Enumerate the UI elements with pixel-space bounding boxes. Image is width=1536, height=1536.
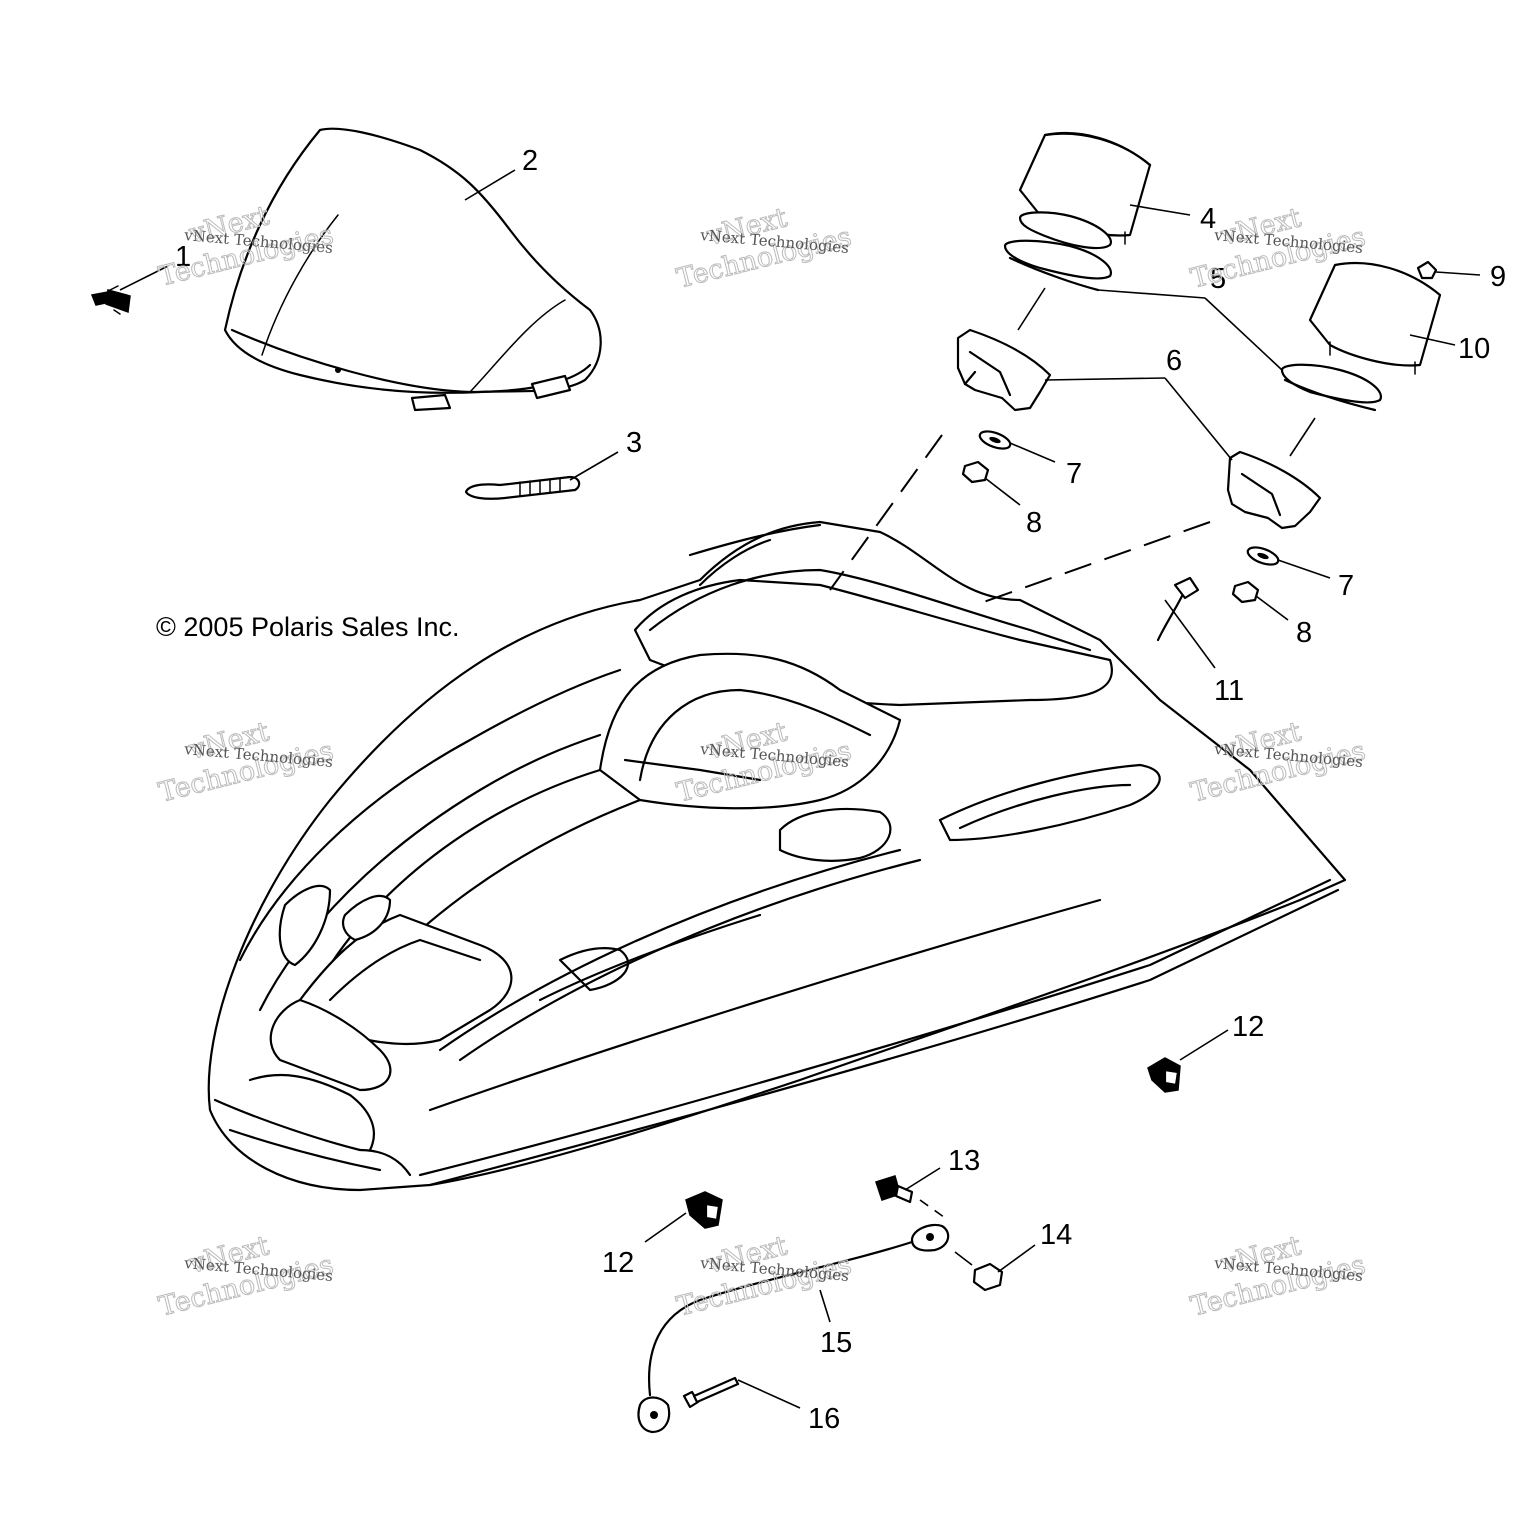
callout-10: 10 [1458, 333, 1490, 365]
callout-labels: 1 2 3 4 5 6 7 8 7 8 9 10 11 12 12 13 14 … [175, 145, 1506, 1435]
strap-part-3 [464, 475, 581, 500]
callout-8b: 8 [1296, 617, 1312, 649]
leader-lines [119, 169, 1481, 1409]
windshield-part-2 [223, 127, 602, 412]
nut-part-14 [972, 1262, 1004, 1292]
callout-13: 13 [948, 1145, 980, 1177]
callout-7b: 7 [1338, 570, 1354, 602]
callout-5: 5 [1210, 263, 1226, 295]
callout-6: 6 [1166, 345, 1182, 377]
clip-part-12a [1147, 1057, 1181, 1093]
gauge-part-4 [1003, 131, 1152, 292]
washer-part-7b [1246, 546, 1280, 566]
copyright-text: © 2005 Polaris Sales Inc. [156, 612, 460, 642]
pin-part-16 [682, 1376, 740, 1409]
hood-part [207, 520, 1347, 1192]
callout-16: 16 [808, 1403, 840, 1435]
gauge-part-10 [1280, 261, 1442, 412]
nut-part-8b [1231, 580, 1260, 604]
callout-1: 1 [175, 241, 191, 273]
callout-4: 4 [1200, 203, 1216, 235]
cable-part-11 [1156, 576, 1200, 642]
mount-part-6b [1226, 450, 1322, 530]
callout-12a: 12 [1232, 1011, 1264, 1043]
nut-part-9 [1416, 260, 1438, 280]
tether-part-15 [637, 1223, 950, 1434]
clip-part-12b [685, 1191, 723, 1229]
callout-9: 9 [1490, 261, 1506, 293]
callout-12b: 12 [602, 1247, 634, 1279]
callout-14: 14 [1040, 1219, 1072, 1251]
screw-part-1 [90, 285, 131, 315]
callout-8a: 8 [1026, 507, 1042, 539]
bolt-part-13 [875, 1175, 914, 1204]
washer-part-7a [978, 430, 1012, 450]
callout-15: 15 [820, 1327, 852, 1359]
callout-3: 3 [626, 427, 642, 459]
callout-7a: 7 [1066, 458, 1082, 490]
alignment-dashes [829, 434, 1211, 606]
mount-part-6a [956, 328, 1052, 412]
callout-2: 2 [522, 145, 538, 177]
nut-part-8a [961, 460, 990, 484]
callout-11: 11 [1214, 675, 1244, 707]
